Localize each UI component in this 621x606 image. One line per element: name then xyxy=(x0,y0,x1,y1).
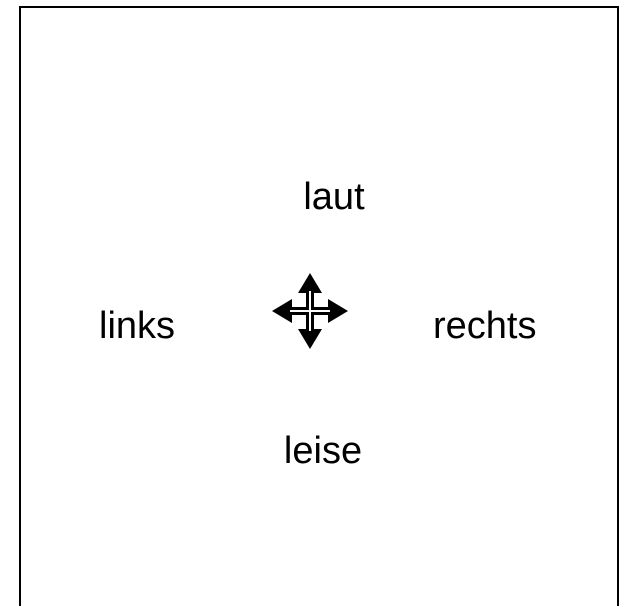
up-label: laut xyxy=(303,176,365,218)
down-label: leise xyxy=(283,430,363,472)
right-label: rechts xyxy=(433,305,537,347)
left-label: links xyxy=(99,305,176,347)
direction-pad-panel[interactable] xyxy=(19,6,619,606)
move-cursor-icon[interactable] xyxy=(270,271,350,351)
